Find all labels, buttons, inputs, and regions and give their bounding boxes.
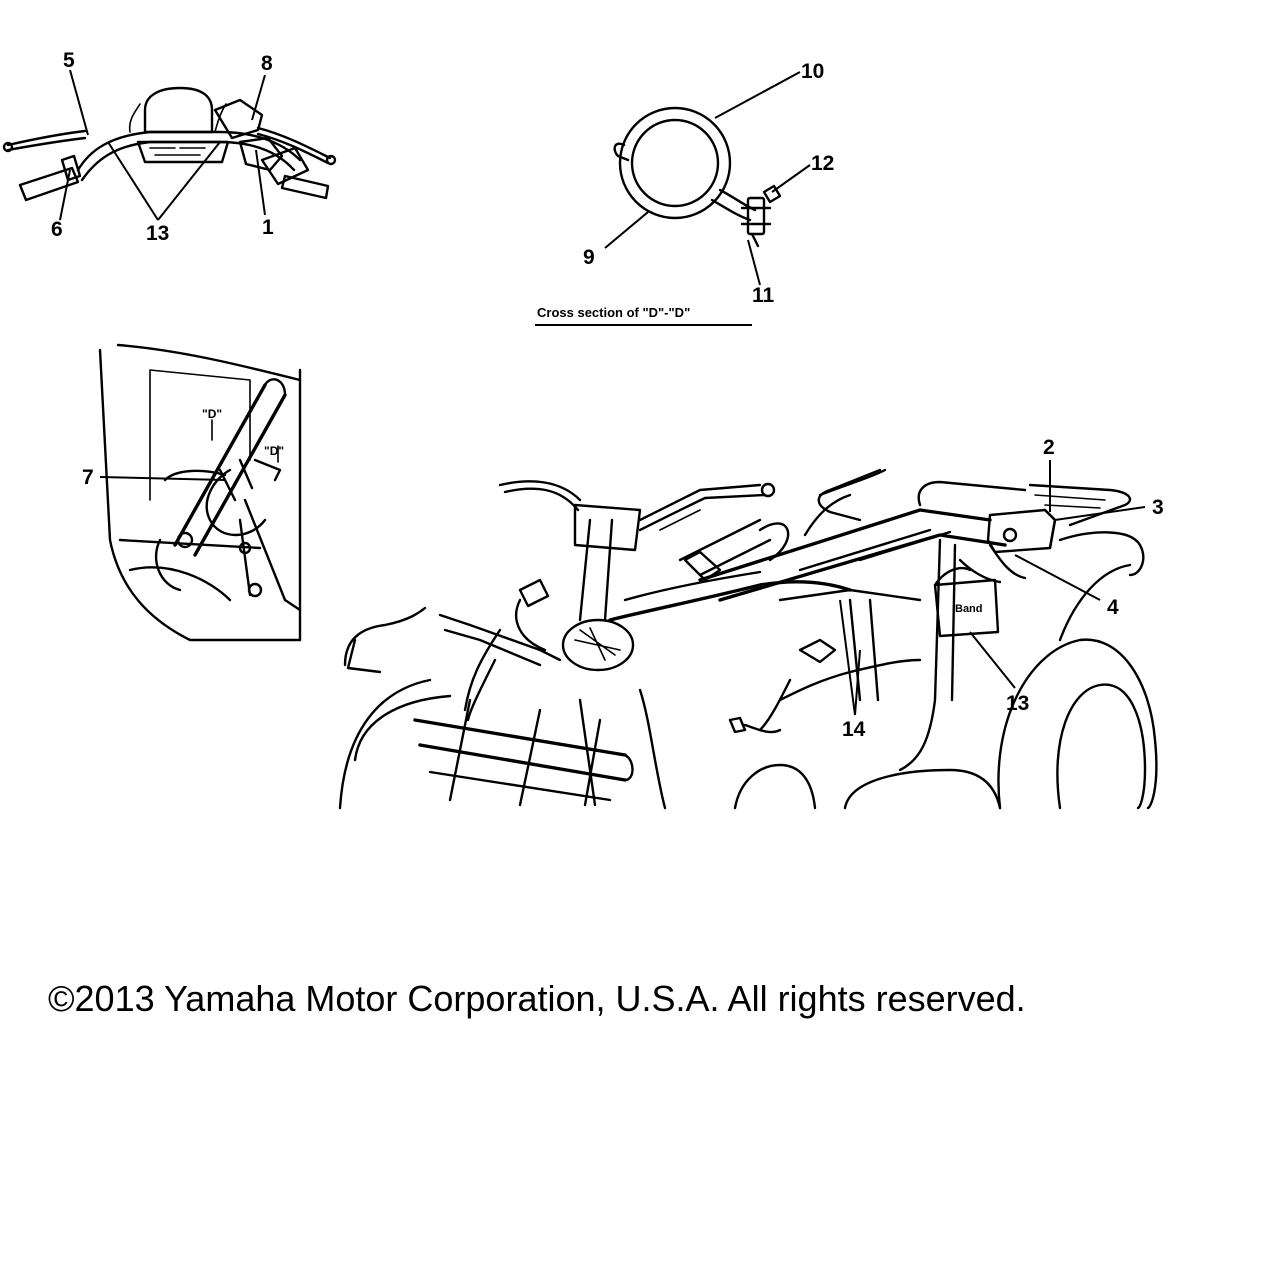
callout-7: 7	[82, 466, 94, 489]
callout-8: 8	[261, 52, 273, 75]
callout-13-rear: 13	[1006, 692, 1029, 715]
leader-7	[99, 476, 226, 481]
callout-6: 6	[51, 218, 63, 241]
callout-1: 1	[262, 216, 274, 239]
callout-13-handlebar: 13	[146, 222, 169, 245]
callout-4: 4	[1107, 596, 1119, 619]
callout-11: 11	[752, 284, 775, 307]
atv-main-view	[338, 468, 1158, 810]
section-marker-left: "D"	[202, 407, 222, 421]
callout-10: 10	[801, 60, 824, 83]
callout-14: 14	[842, 718, 866, 741]
main-view-leaders	[839, 460, 1146, 716]
cross-section-title: Cross section of "D"-"D"	[537, 305, 690, 320]
copyright-notice: ©2013 Yamaha Motor Corporation, U.S.A. A…	[48, 978, 1026, 1019]
callout-3: 3	[1152, 496, 1164, 519]
cross-section-detail	[613, 106, 782, 248]
handlebar-leaders	[59, 69, 266, 221]
section-marker-right: "D"	[264, 444, 284, 458]
callout-12: 12	[811, 152, 834, 175]
callout-5: 5	[63, 49, 75, 72]
cross-section-leaders	[604, 71, 811, 286]
callout-9: 9	[583, 246, 595, 269]
handlebar-detail	[2, 86, 337, 202]
band-label: Band	[955, 603, 983, 615]
frame-detail	[98, 343, 302, 642]
callout-2: 2	[1043, 436, 1055, 459]
